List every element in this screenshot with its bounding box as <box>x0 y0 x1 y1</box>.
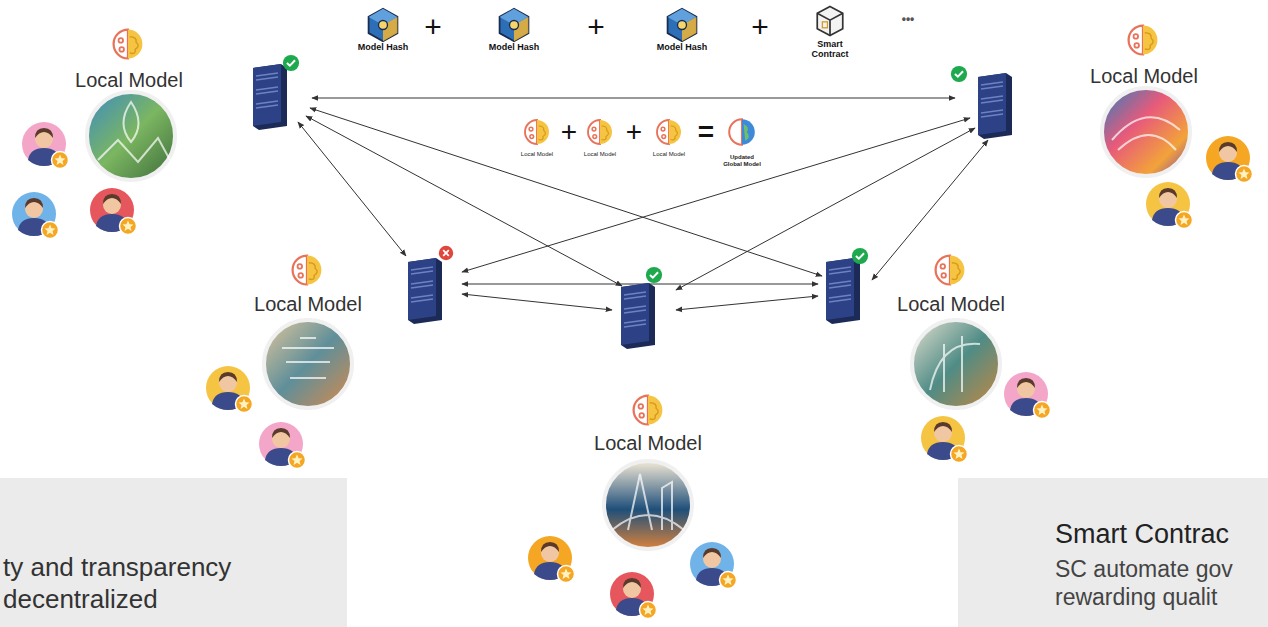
server-icon <box>253 64 287 130</box>
brain-icon <box>936 256 965 285</box>
person-avatar <box>259 422 306 469</box>
brain-icon <box>114 30 143 59</box>
panel-body: SC automate gov rewarding qualit <box>1055 555 1268 611</box>
person-avatar <box>1206 136 1253 183</box>
status-ok <box>951 66 967 82</box>
global-model-icon <box>729 119 755 145</box>
model-hash-icon <box>369 9 398 41</box>
label: ••• <box>902 13 915 26</box>
brain-icon <box>293 256 322 285</box>
status-ok <box>852 248 868 264</box>
model-hash-icon <box>668 9 697 41</box>
local-model-icons <box>114 26 1158 425</box>
label: Model Hash <box>489 43 540 53</box>
label: Local Model <box>897 293 1005 315</box>
person-avatar <box>90 188 137 235</box>
brain-icon <box>634 396 663 425</box>
person-avatar <box>206 366 253 413</box>
label: Local Model <box>75 69 183 91</box>
panel-heading: ty and transparency decentralized <box>3 552 347 615</box>
smart-contract-icon <box>817 7 843 36</box>
server-icon <box>621 283 655 349</box>
label: + <box>751 10 769 43</box>
status-ok <box>646 267 662 283</box>
info-panel: ty and transparency decentralized <box>0 478 347 627</box>
status-fail <box>439 246 453 260</box>
community-badge <box>87 92 175 180</box>
person-avatar <box>528 536 575 583</box>
label: Local Model <box>254 293 362 315</box>
status-ok <box>283 55 299 71</box>
label: Local Model <box>1090 65 1198 87</box>
person-avatar <box>921 416 968 463</box>
person-avatar <box>22 122 69 169</box>
label: Local Model <box>594 432 702 454</box>
label: Local Model <box>653 151 685 158</box>
person-avatar <box>690 542 737 589</box>
badge-motifs <box>98 102 1180 530</box>
community-badge <box>604 461 692 549</box>
label: Smart Contract <box>805 40 855 60</box>
person-avatar <box>12 192 59 239</box>
brain-icon <box>657 120 681 144</box>
person-avatar <box>1004 372 1051 419</box>
label: Model Hash <box>657 43 708 53</box>
label: + <box>561 117 577 148</box>
label: + <box>424 10 442 43</box>
panel-heading: Smart Contrac <box>1055 518 1268 551</box>
network-links <box>298 98 988 310</box>
label: Local Model <box>521 151 553 158</box>
label: + <box>626 117 642 148</box>
server-icon <box>826 258 860 324</box>
brain-icon <box>588 120 612 144</box>
servers <box>253 55 1012 349</box>
person-avatar <box>610 572 657 619</box>
community-badge <box>1102 88 1190 176</box>
brain-icon <box>525 120 549 144</box>
label: + <box>587 10 605 43</box>
label: Updated Global Model <box>720 154 764 167</box>
label: Model Hash <box>358 43 409 53</box>
brain-icon <box>1129 26 1158 55</box>
model-hash-icon <box>500 9 529 41</box>
label: = <box>698 117 714 148</box>
person-avatar <box>1146 182 1193 229</box>
label: Local Model <box>584 151 616 158</box>
server-icon <box>978 73 1012 139</box>
info-panel: Smart Contrac SC automate gov rewarding q… <box>958 478 1268 627</box>
community-badge <box>264 320 352 408</box>
community-badge <box>912 320 1000 408</box>
server-icon <box>408 258 442 324</box>
